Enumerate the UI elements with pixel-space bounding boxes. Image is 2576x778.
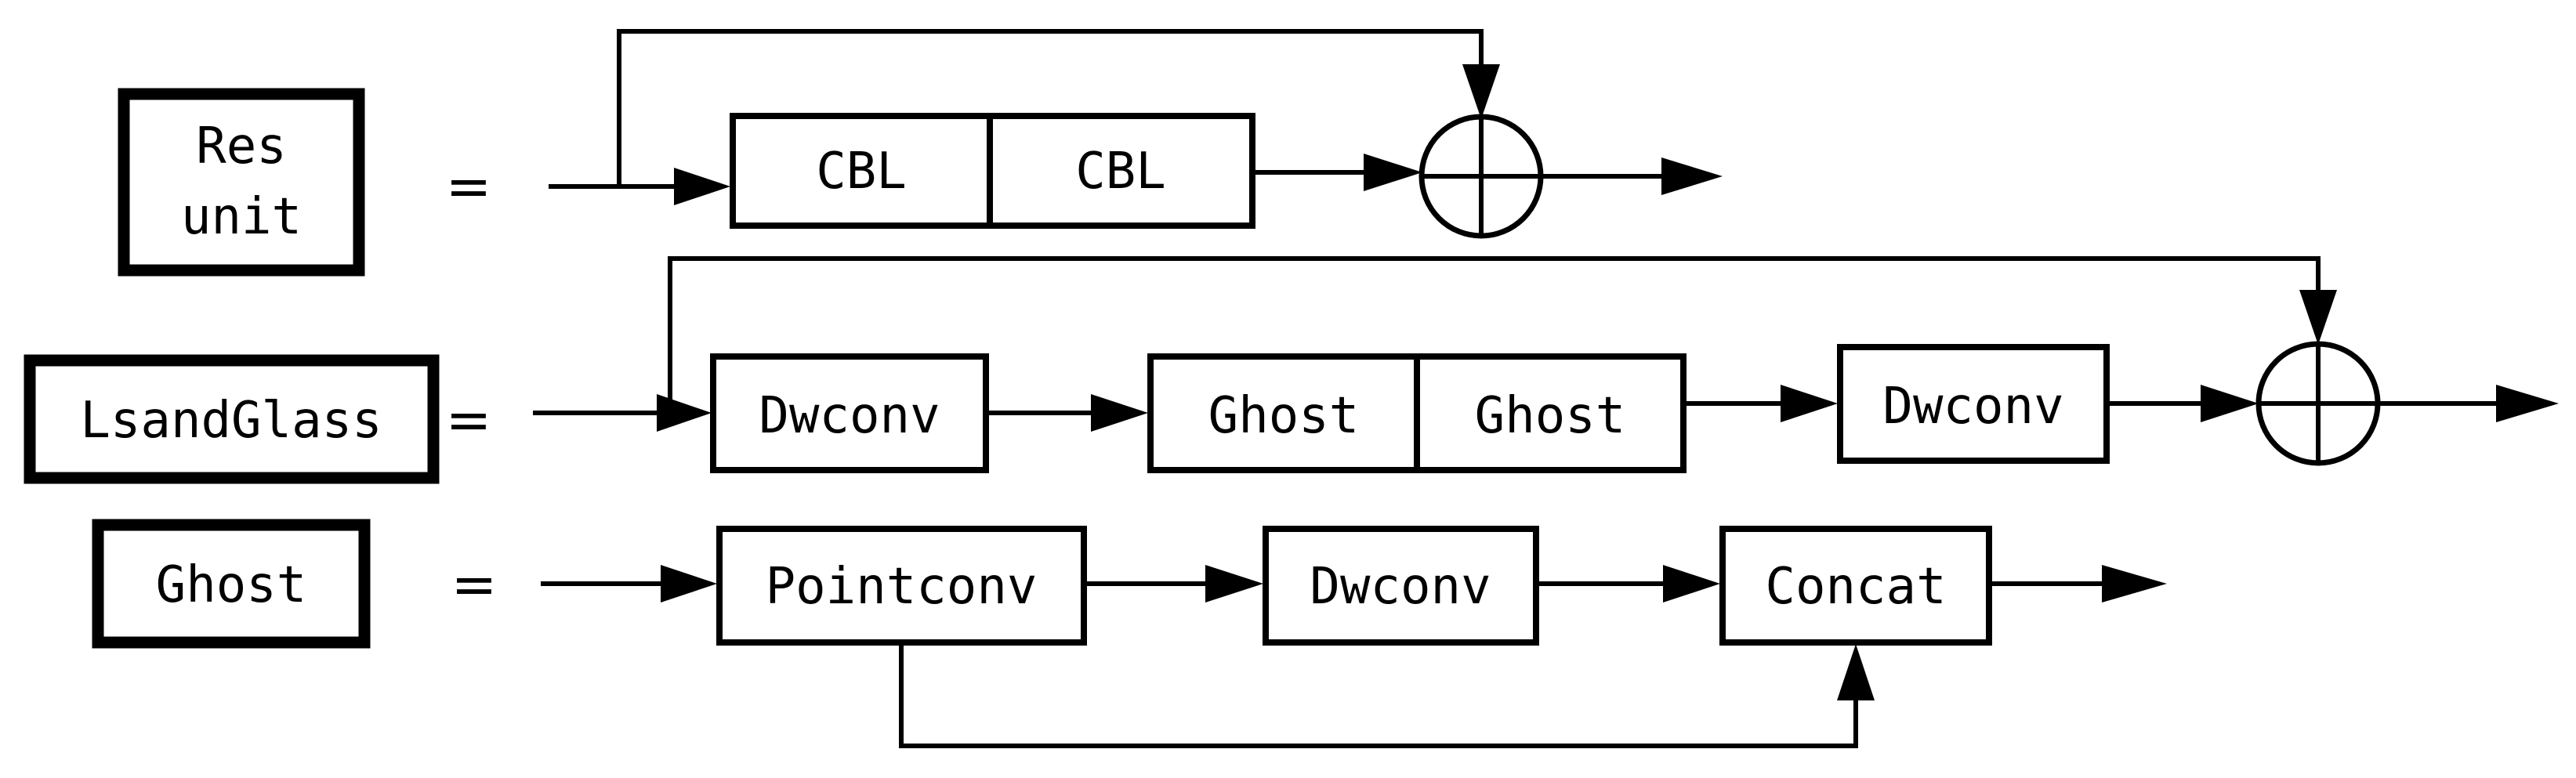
res-unit-cbl-label-1: CBL xyxy=(816,143,907,201)
ghost-bypass-arrowhead xyxy=(1837,644,1875,700)
res-unit-input-arrowhead xyxy=(674,168,730,205)
lsandglass-dwconv-label-2: Dwconv xyxy=(1882,378,2063,436)
ghost-output-arrowhead xyxy=(2102,565,2167,602)
lsandglass-ghost-block-2 xyxy=(1414,353,1687,473)
lsandglass-output-arrowhead xyxy=(2496,385,2559,422)
res-unit-skip-connection xyxy=(617,29,1484,186)
ghost-bypass-connection xyxy=(899,642,1858,748)
ghost-row: Ghost = Pointconv Dwconv Concat xyxy=(92,519,2167,748)
res-unit-cbl-block-2 xyxy=(987,113,1255,229)
ghost-concat-block xyxy=(1719,526,1992,646)
lsandglass-dwconv-block-1 xyxy=(710,353,989,473)
lsandglass-equals: = xyxy=(446,388,492,452)
lsandglass-arrow-2-head xyxy=(1781,385,1838,422)
res-unit-name-line2: unit xyxy=(181,188,302,246)
lsandglass-dwconv-label-1: Dwconv xyxy=(759,387,940,445)
lsandglass-name-box xyxy=(24,354,440,484)
lsandglass-input-arrowhead xyxy=(657,394,712,432)
ghost-name: Ghost xyxy=(156,556,307,614)
res-unit-row: Res unit = CBL CBL xyxy=(118,29,1723,277)
res-unit-name-box xyxy=(118,88,365,277)
res-unit-output-arrowhead xyxy=(1661,157,1723,195)
lsandglass-arrow-1-head xyxy=(1091,394,1148,432)
lsandglass-row: LsandGlass = Dwconv Ghost Ghost Dwconv xyxy=(24,256,2559,484)
res-unit-to-adder-arrowhead xyxy=(1364,154,1422,191)
res-unit-skip-arrowhead xyxy=(1462,64,1500,119)
lsandglass-skip-connection xyxy=(668,256,2321,413)
lsandglass-skip-arrowhead xyxy=(2299,290,2337,345)
ghost-equals: = xyxy=(451,552,498,617)
ghost-dwconv-label: Dwconv xyxy=(1310,558,1491,616)
res-unit-equals: = xyxy=(446,154,492,219)
res-unit-cbl-label-2: CBL xyxy=(1075,143,1166,201)
ghost-pointconv-label: Pointconv xyxy=(766,558,1038,616)
ghost-name-box xyxy=(92,519,371,649)
ghost-input-arrowhead xyxy=(661,565,717,602)
lsandglass-arrow-3-head xyxy=(2201,385,2259,422)
ghost-arrow-1-head xyxy=(1205,565,1263,602)
res-unit-name-line1: Res xyxy=(196,118,287,176)
lsandglass-ghost-label-2: Ghost xyxy=(1475,387,1626,445)
lsandglass-ghost-block-1 xyxy=(1147,353,1420,473)
ghost-arrow-2-head xyxy=(1663,565,1720,602)
ghost-concat-label: Concat xyxy=(1765,558,1946,616)
lsandglass-name: LsandGlass xyxy=(80,392,382,450)
lsandglass-ghost-label-1: Ghost xyxy=(1208,387,1360,445)
